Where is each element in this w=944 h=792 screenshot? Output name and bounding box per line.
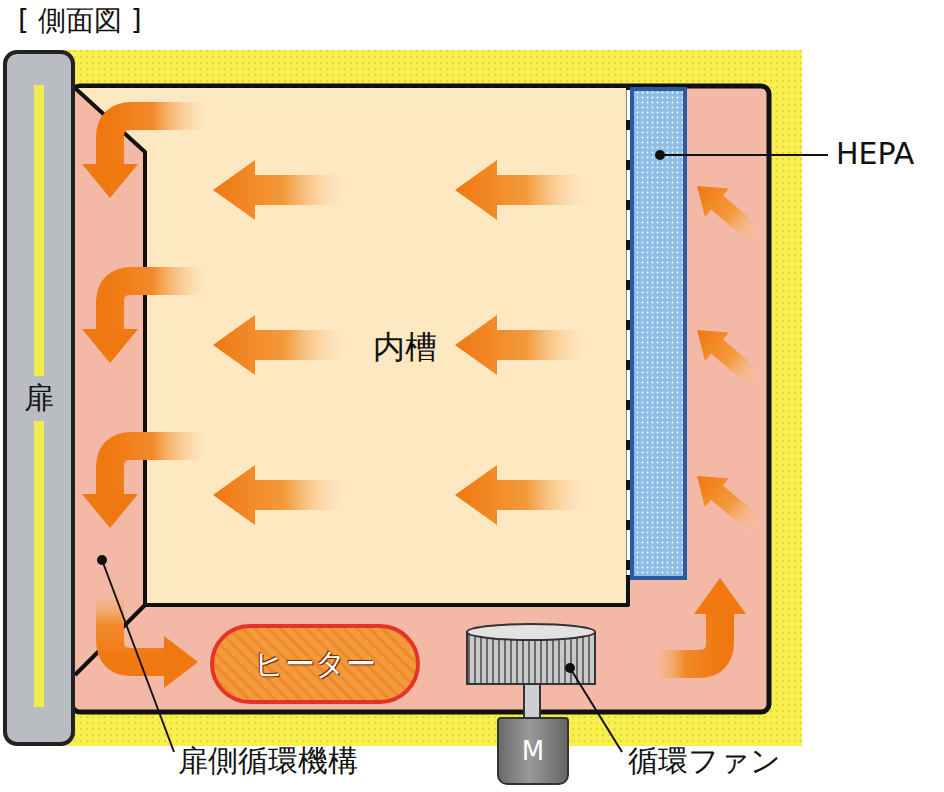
leader-line <box>660 154 828 156</box>
chamber-fill <box>75 88 628 605</box>
inner-chamber: 内槽 <box>175 90 635 605</box>
node-text: M <box>522 736 544 766</box>
heater-box: ヒーター <box>210 624 420 704</box>
part-label: 循環ファン <box>628 743 781 779</box>
leader-dot <box>97 555 107 565</box>
node-text: 扉 <box>22 376 56 421</box>
motor-shaft <box>524 684 540 720</box>
part-label: 扉側循環機構 <box>178 743 358 779</box>
leader-line <box>570 668 622 752</box>
view-title: [ 側面図 ] <box>18 2 142 40</box>
airflow-arrows <box>82 116 771 688</box>
leader-dot <box>565 663 575 673</box>
chamber-wall <box>75 88 628 605</box>
leader-dot <box>655 150 665 160</box>
part-label: HEPA <box>836 136 914 172</box>
fan-top <box>467 624 595 640</box>
door-panel: 扉 <box>3 50 75 746</box>
hepa-filter <box>632 89 685 578</box>
insulation <box>40 50 802 746</box>
node-text: 内槽 <box>371 324 439 372</box>
motor-body: M <box>497 717 569 785</box>
housing <box>72 86 769 712</box>
node-text: ヒーター <box>254 644 376 685</box>
leader-line <box>102 560 174 752</box>
